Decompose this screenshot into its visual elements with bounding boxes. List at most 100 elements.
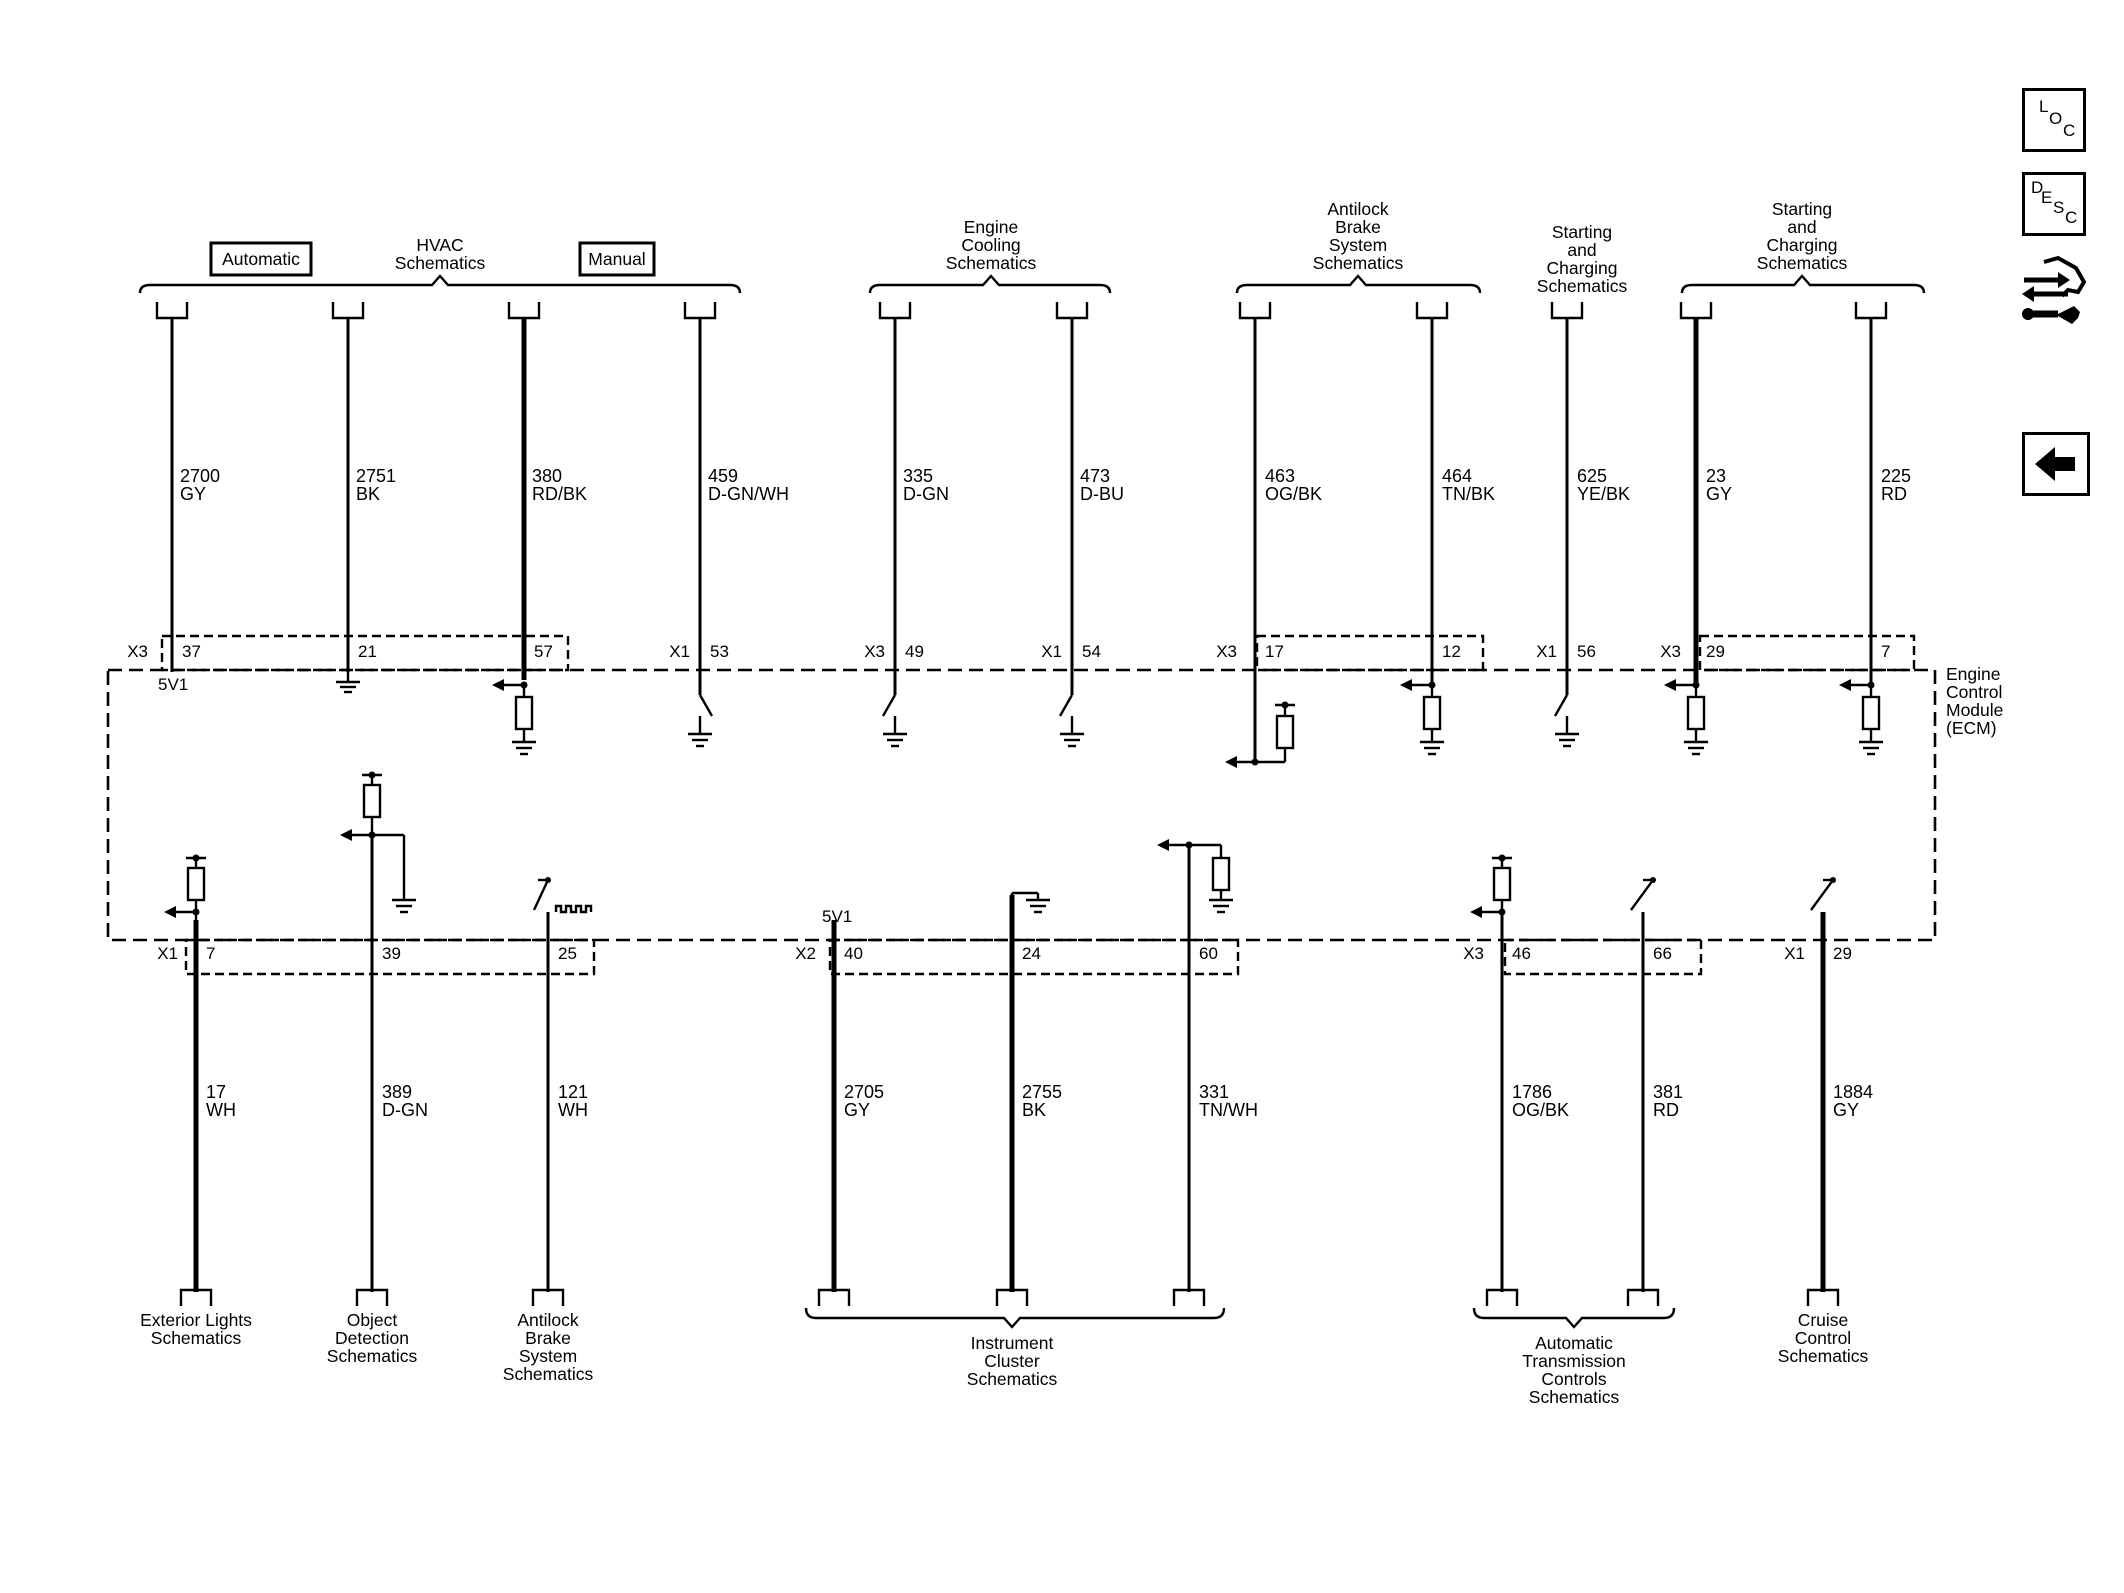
bottom-wire-labels: 17 WH 389 D-GN 121 WH 2705 GY 2755 BK 33… — [206, 1082, 1873, 1120]
object-detection-label-2: Detection — [335, 1328, 409, 1348]
connector-x3-box-c — [1698, 634, 1916, 672]
connector-wrench-icon — [2022, 255, 2087, 324]
cruise-control-label-3: Schematics — [1778, 1346, 1869, 1366]
wire-225-number: 225 — [1881, 466, 1911, 486]
pin-21: 21 — [358, 642, 377, 661]
connector-x3-box-d — [1503, 938, 1703, 976]
top-connector-x1-c: X1 — [1536, 642, 1557, 661]
wire-2705-number: 2705 — [844, 1082, 884, 1102]
bottom-sockets — [179, 1288, 1840, 1306]
wire-464-color: TN/BK — [1442, 484, 1495, 504]
wire-463-number: 463 — [1265, 466, 1295, 486]
desc-button[interactable]: D E S C — [2022, 172, 2086, 236]
hvac-automatic-button[interactable] — [209, 241, 313, 277]
wire-473-color: D-BU — [1080, 484, 1124, 504]
wire-121-number: 121 — [558, 1082, 588, 1102]
ecm-label-4: (ECM) — [1946, 718, 1997, 738]
wire-17-color: WH — [206, 1100, 236, 1120]
starting-charging-b-bracket — [1680, 274, 1926, 294]
abs-bottom-label-1: Antilock — [517, 1310, 579, 1330]
hvac-manual-label: Manual — [588, 249, 645, 269]
pin-40-5v1: 5V1 — [822, 907, 852, 926]
ecm-label-1: Engine — [1946, 664, 2001, 684]
wire-381-number: 381 — [1653, 1082, 1683, 1102]
top-sockets — [155, 302, 1888, 320]
wire-331-number: 331 — [1199, 1082, 1229, 1102]
pin-25: 25 — [558, 944, 577, 963]
top-connector-x3-a: X3 — [127, 642, 148, 661]
wire-625-number: 625 — [1577, 466, 1607, 486]
loc-letter-o: O — [2049, 109, 2063, 128]
bottom-connector-x2: X2 — [795, 944, 816, 963]
wire-23-number: 23 — [1706, 466, 1726, 486]
abs-bottom-label-3: System — [519, 1346, 577, 1366]
connector-x3-box-a — [160, 634, 570, 672]
hvac-label-2: Schematics — [395, 253, 486, 273]
abs-bottom-label-2: Brake — [525, 1328, 571, 1348]
wire-625-color: YE/BK — [1577, 484, 1630, 504]
pin-7-bottom: 7 — [206, 944, 215, 963]
desc-letter-e: E — [2041, 188, 2053, 207]
loc-button[interactable]: L O C — [2022, 88, 2086, 152]
wire-389-number: 389 — [382, 1082, 412, 1102]
pin-60: 60 — [1199, 944, 1218, 963]
pin-12: 12 — [1442, 642, 1461, 661]
pin-40: 40 — [844, 944, 863, 963]
wire-381-color: RD — [1653, 1100, 1679, 1120]
wire-2751-color: BK — [356, 484, 380, 504]
top-connector-x3-b: X3 — [864, 642, 885, 661]
ecm-internal-top — [336, 672, 1883, 768]
bottom-pin-labels: X1 7 39 25 X2 40 5V1 24 60 X3 46 66 X1 2… — [157, 907, 1852, 963]
automatic-transmission-bracket — [1472, 1307, 1676, 1329]
starting-charging-b-label-1: Starting — [1772, 199, 1832, 219]
wire-473-number: 473 — [1080, 466, 1110, 486]
wire-2755-color: BK — [1022, 1100, 1046, 1120]
wire-121-color: WH — [558, 1100, 588, 1120]
desc-letter-d: D — [2031, 178, 2044, 197]
engine-cooling-bracket — [868, 274, 1112, 294]
pin-37: 37 — [182, 642, 201, 661]
desc-letter-c: C — [2065, 208, 2078, 227]
pin-37-5v1: 5V1 — [158, 675, 188, 694]
connector-x2-box — [828, 938, 1240, 976]
abs-top-bracket — [1235, 274, 1482, 294]
top-pin-labels: X3 37 5V1 21 57 X1 53 X3 49 X1 54 X3 17 … — [127, 642, 1890, 694]
pin-66: 66 — [1653, 944, 1672, 963]
wire-380-number: 380 — [532, 466, 562, 486]
wire-2705-color: GY — [844, 1100, 870, 1120]
cruise-control-label-1: Cruise — [1798, 1310, 1849, 1330]
connector-wrench-button[interactable] — [2018, 254, 2090, 336]
object-detection-label-1: Object — [347, 1310, 398, 1330]
automatic-transmission-label-1: Automatic — [1535, 1333, 1613, 1353]
bottom-connector-x1-b: X1 — [1784, 944, 1805, 963]
connector-x3-box-b — [1255, 634, 1485, 672]
wire-17-number: 17 — [206, 1082, 226, 1102]
pin-7-top: 7 — [1881, 642, 1890, 661]
top-connector-x1-a: X1 — [669, 642, 690, 661]
back-button[interactable] — [2022, 432, 2090, 496]
bottom-group-labels: Exterior Lights Schematics Object Detect… — [140, 1310, 1868, 1407]
wire-1786-color: OG/BK — [1512, 1100, 1569, 1120]
instrument-cluster-bracket — [804, 1307, 1226, 1329]
automatic-transmission-label-2: Transmission — [1522, 1351, 1625, 1371]
exterior-lights-label-1: Exterior Lights — [140, 1310, 252, 1330]
pin-56: 56 — [1577, 642, 1596, 661]
hvac-manual-button[interactable] — [578, 241, 656, 277]
pin-53: 53 — [710, 642, 729, 661]
loc-letter-c: C — [2063, 121, 2076, 140]
pin-29-bottom: 29 — [1833, 944, 1852, 963]
wire-2751-number: 2751 — [356, 466, 396, 486]
wire-1884-number: 1884 — [1833, 1082, 1873, 1102]
engine-cooling-label-3: Schematics — [946, 253, 1037, 273]
top-connector-x1-b: X1 — [1041, 642, 1062, 661]
instrument-cluster-label-2: Cluster — [984, 1351, 1040, 1371]
pin-29-top: 29 — [1706, 642, 1725, 661]
starting-charging-b-label-4: Schematics — [1757, 253, 1848, 273]
bottom-connector-x1-a: X1 — [157, 944, 178, 963]
ecm-label-3: Module — [1946, 700, 2003, 720]
wire-1884-color: GY — [1833, 1100, 1859, 1120]
top-wire-labels: 2700 GY 2751 BK 380 RD/BK 459 D-GN/WH 33… — [180, 466, 1911, 504]
engine-cooling-label-1: Engine — [964, 217, 1019, 237]
starting-charging-a-label-2: and — [1567, 240, 1596, 260]
bottom-connector-x3: X3 — [1463, 944, 1484, 963]
